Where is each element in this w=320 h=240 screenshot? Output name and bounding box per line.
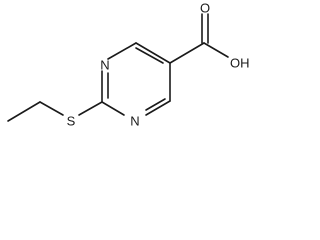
atom-label-n3: N (130, 114, 139, 129)
bond-ch2-to-ch3 (7, 101, 41, 122)
ethylthio-group (7, 101, 103, 122)
chemical-structure: N N S O OH (7, 1, 250, 129)
ring-bond-n3-c4 (145, 100, 171, 116)
atom-label-hydroxyl: OH (230, 56, 250, 71)
ring-bond-c5-c6 (135, 42, 171, 64)
bond-c2-to-sulfur (78, 101, 103, 116)
bond-ring-to-carboxyl (169, 42, 205, 64)
bond-c-oh (203, 42, 229, 58)
bond-sulfur-to-ch2 (39, 101, 64, 116)
atom-label-sulfur: S (67, 114, 76, 129)
carboxylic-acid-group (169, 13, 229, 64)
ring-bond-c6-n1 (107, 42, 137, 60)
ring-bond-n3-c4-double (145, 98, 166, 111)
atom-label-n1: N (100, 58, 109, 73)
ring-bond-c2-n3 (101, 101, 125, 116)
atom-label-carbonyl-oxygen: O (200, 1, 210, 16)
pyrimidine-ring (101, 42, 171, 116)
ring-bond-c5-c6-double (135, 47, 164, 64)
